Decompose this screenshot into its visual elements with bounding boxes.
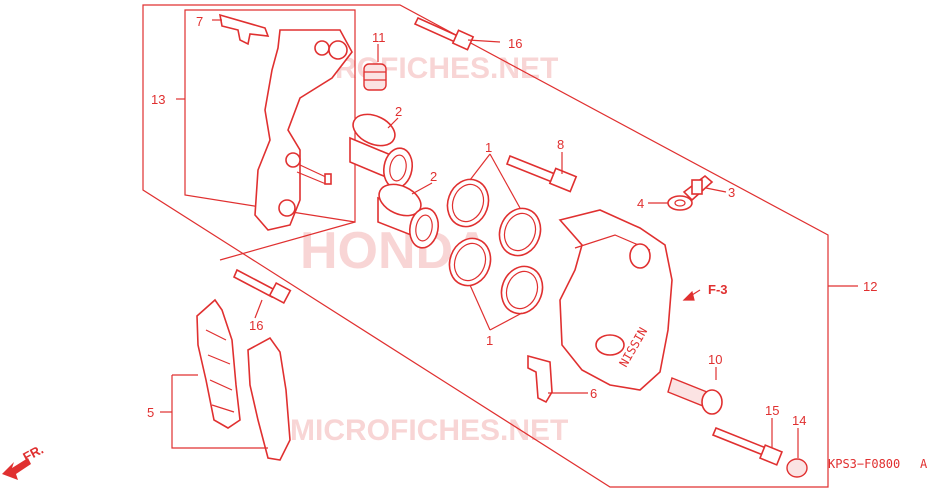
pad-spring-7: [218, 13, 270, 46]
callout-8: 8: [557, 137, 564, 152]
callout-10: 10: [708, 352, 722, 367]
slide-pin-8: [505, 154, 578, 193]
callout-3: 3: [728, 185, 735, 200]
reference-label: F-3: [708, 282, 728, 297]
callout-2-upper: 2: [395, 104, 402, 119]
callout-12: 12: [863, 279, 877, 294]
callout-4: 4: [637, 196, 644, 211]
brake-pad-outer: [196, 298, 241, 429]
callout-5: 5: [147, 405, 154, 420]
piston-2-lower: [377, 183, 440, 249]
bleeder-valve-3: [682, 174, 714, 202]
pin-boot-11: [363, 63, 387, 91]
callout-2-lower: 2: [430, 169, 437, 184]
callout-7: 7: [196, 14, 203, 29]
callout-1-lower: 1: [486, 333, 493, 348]
bleeder-cap-4: [667, 195, 693, 211]
diagram-code: KPS3−F0800: [828, 457, 900, 471]
pin-boot-14: [786, 458, 808, 478]
caliper-body: NISSIN: [558, 209, 673, 391]
slide-pin-15: [711, 426, 784, 466]
pin-sleeve-10: [667, 377, 723, 415]
callout-16-top: 16: [508, 36, 522, 51]
callout-15: 15: [765, 403, 779, 418]
callout-6: 6: [590, 386, 597, 401]
frame-line: [219, 221, 356, 261]
callout-14: 14: [792, 413, 806, 428]
watermark-bottom: MICROFICHES.NET: [290, 414, 568, 447]
callout-1-upper: 1: [485, 140, 492, 155]
caliper-assembly-frame: [142, 4, 829, 488]
front-arrow-icon: FR.: [2, 442, 46, 480]
piston-seals-1: [446, 178, 544, 315]
bolt-16-top: [413, 16, 475, 51]
bolt-16-bottom: [232, 268, 292, 305]
brake-pad-inner: [247, 336, 291, 461]
callout-13: 13: [151, 92, 165, 107]
callout-16-bottom: 16: [249, 318, 263, 333]
caliper-bracket: [254, 29, 353, 231]
diagram-code-suffix: A: [920, 457, 928, 471]
callout-11: 11: [372, 30, 386, 45]
pad-retainer-6: [527, 354, 553, 404]
piston-2-upper: [349, 113, 414, 189]
